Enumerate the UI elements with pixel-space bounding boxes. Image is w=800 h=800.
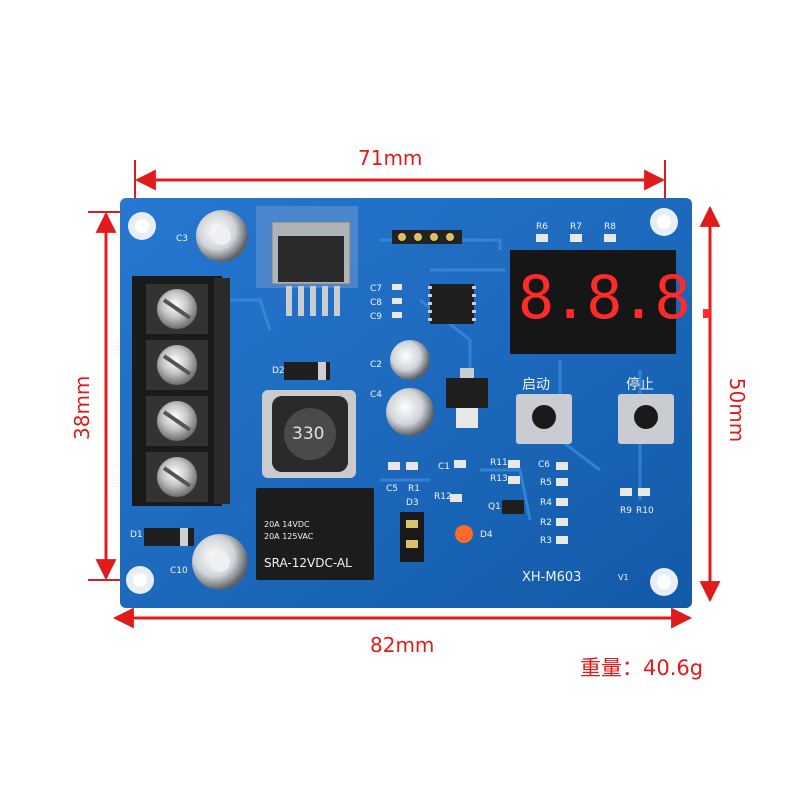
bottom-width-label: 82mm xyxy=(370,633,435,657)
stop-button-label: 停止 xyxy=(626,377,654,393)
ref-d4: D4 xyxy=(480,530,493,540)
ref-c8: C8 xyxy=(370,298,383,308)
ref-r9: R9 xyxy=(620,506,632,516)
ref-c3: C3 xyxy=(176,234,189,244)
ref-c1: C1 xyxy=(438,462,451,472)
board-model: XH-M603 xyxy=(522,570,582,585)
ref-d2: D2 xyxy=(272,366,285,376)
ref-c2: C2 xyxy=(370,360,383,370)
ref-d1: D1 xyxy=(130,530,143,540)
mounting-holes xyxy=(126,208,678,596)
ref-r3: R3 xyxy=(540,536,552,546)
seven-segment-display: 8.8.8. xyxy=(518,263,725,333)
terminal-label-upper: IN+ - xyxy=(112,331,123,355)
ref-r12: R12 xyxy=(434,492,452,502)
weight-label: 重量：40.6g xyxy=(580,656,704,680)
top-width-label: 71mm xyxy=(358,146,423,170)
ref-r2: R2 xyxy=(540,518,552,528)
ref-c4: C4 xyxy=(370,390,383,400)
board-version: V1 xyxy=(618,573,629,582)
ref-r7: R7 xyxy=(570,222,582,232)
ref-r8: R8 xyxy=(604,222,616,232)
ref-r13: R13 xyxy=(490,474,508,484)
ref-r5: R5 xyxy=(540,478,552,488)
inductor-code: 330 xyxy=(292,424,325,444)
ref-c7: C7 xyxy=(370,284,383,294)
terminal-label-lower: BAT + - xyxy=(111,454,122,488)
ref-c10: C10 xyxy=(170,566,188,576)
relay-model: SRA-12VDC-AL xyxy=(264,556,352,570)
ref-d3: D3 xyxy=(406,498,419,508)
relay-rating-dc: 20A 14VDC xyxy=(264,520,310,529)
ref-r1: R1 xyxy=(408,484,420,494)
ref-c9: C9 xyxy=(370,312,383,322)
ref-r6: R6 xyxy=(536,222,548,232)
ref-r10: R10 xyxy=(636,506,654,516)
ref-r4: R4 xyxy=(540,498,552,508)
relay-rating-ac: 20A 125VAC xyxy=(264,532,314,541)
ref-r11: R11 xyxy=(490,458,508,468)
ref-c5: C5 xyxy=(386,484,399,494)
ref-q1: Q1 xyxy=(488,502,501,512)
start-button-label: 启动 xyxy=(522,377,550,393)
ref-c6: C6 xyxy=(538,460,551,470)
